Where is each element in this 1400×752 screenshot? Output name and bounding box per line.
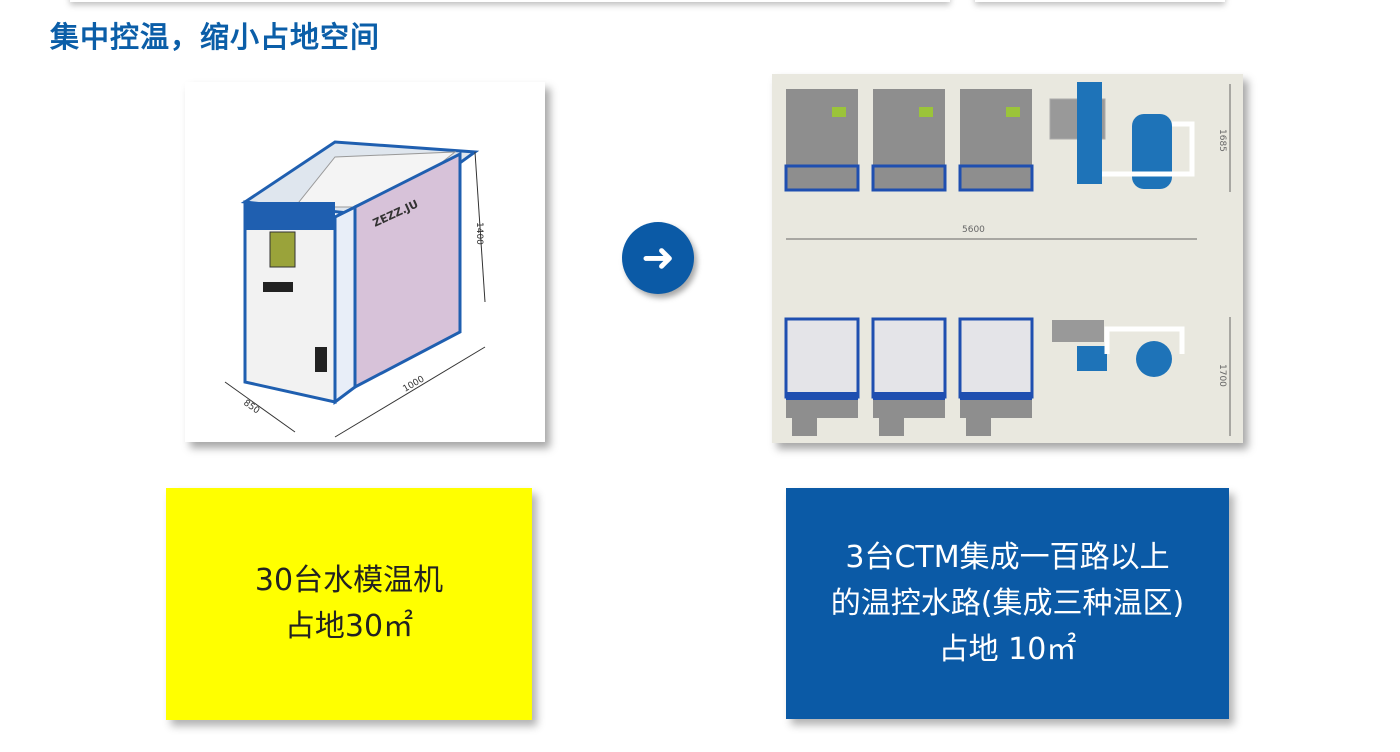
integrated-system-card: 3台CTM集成一百路以上的温控水路(集成三种温区) 占地 10㎡ [786, 488, 1229, 719]
top-card-right [975, 0, 1225, 2]
dim-height-top: 1685 [1217, 129, 1227, 152]
single-temperature-controller-image: ZEZZ.JU 1400 850 1000 [185, 82, 545, 442]
single-machines-card: 30台水模温机占地30㎡ [166, 488, 532, 720]
bottom-units [784, 317, 1185, 436]
card-line: 占地 10㎡ [938, 631, 1077, 667]
top-units [784, 82, 1195, 192]
dim-depth: 850 [241, 398, 261, 416]
arrow-right-icon: ➜ [622, 222, 694, 294]
integrated-system-layout-image: 5600 1685 1700 [772, 74, 1243, 443]
card-line: 占地30㎡ [284, 609, 414, 644]
dim-width: 1000 [402, 374, 427, 394]
card-line: 30台水模温机 [254, 563, 444, 598]
card-line: 3台CTM集成一百路以上 [845, 539, 1170, 575]
section-title: 集中控温，缩小占地空间 [50, 20, 381, 54]
dim-height: 1400 [474, 222, 484, 245]
top-card-left [70, 0, 950, 2]
card-line: 的温控水路(集成三种温区) [830, 585, 1185, 621]
dim-width: 5600 [962, 225, 985, 235]
dim-height-bottom: 1700 [1217, 364, 1227, 387]
